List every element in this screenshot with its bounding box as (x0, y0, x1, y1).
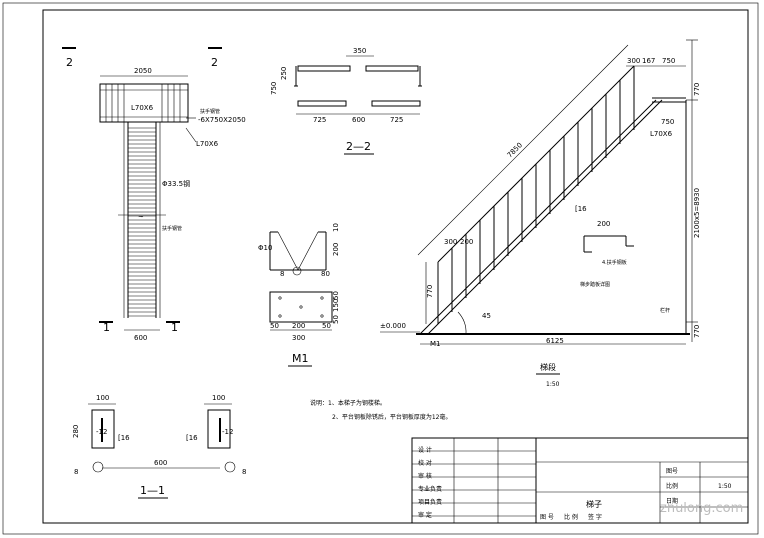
s11-dim-280: 280 (72, 425, 80, 438)
elevation-title: 梯段 (540, 362, 556, 372)
section-2-2: 350 250 750 725 600 725 2—2 (270, 47, 422, 155)
s11-dim-600: 600 (154, 459, 167, 467)
tb-bottom-2: 比 例 (564, 513, 578, 521)
tag-step: [16 (575, 205, 587, 213)
inner-border (42, 9, 749, 524)
tag-rail: 扶手钢管 (162, 225, 182, 232)
detail-tag: 4.扶手钢板 (602, 259, 627, 266)
tb-label-3: 日期 (666, 497, 678, 505)
dim-350: 350 (353, 47, 366, 55)
tb-scale-value: 1:50 (718, 483, 732, 490)
dim-725-right: 725 (390, 116, 403, 124)
dim-300: 300 (627, 57, 640, 65)
tb-row-4: 专业负责 (418, 485, 442, 493)
tb-label-2: 比例 (666, 482, 678, 490)
detail-dim-200: 200 (597, 220, 610, 228)
m1-weld-mark: 8 (280, 270, 284, 278)
section-1-1-title: 1—1 (140, 484, 165, 497)
tag-pipe: Φ33.5钢 (162, 179, 190, 188)
dim-left-200: 200 (460, 238, 473, 246)
dim-750: 750 (270, 82, 278, 95)
section-mark-left: 2 (66, 56, 73, 69)
dim-left-770: 770 (426, 285, 434, 298)
dim-770-bottom: 770 (693, 325, 701, 338)
ladder-front-view: 2 2 2050 L70X6 扶手钢管 -6X750X2050 L70X6 Φ3… (62, 47, 246, 342)
elevation-scale: 1:50 (546, 381, 560, 388)
title-block: 设 计 校 对 审 核 专业负责 项目负责 审 定 梯子 图号 比例 1:50 … (411, 437, 749, 524)
dim-600: 600 (352, 116, 365, 124)
section-2-2-title: 2—2 (346, 140, 371, 153)
base-level: ±0.000 (380, 322, 406, 330)
dim-left-300: 300 (444, 238, 457, 246)
section-mark-1-right: 1 (171, 321, 178, 334)
m1-dim-50-right: 50 (322, 322, 331, 330)
m1-dim-200-h: 200 (292, 322, 305, 330)
tb-drawing-title: 梯子 (586, 499, 602, 509)
m1-dim-300: 300 (292, 334, 305, 342)
tb-row-6: 审 定 (418, 511, 432, 519)
detail-caption: 梯步踏板详图 (580, 281, 610, 288)
tag-top-angle: L70X6 (650, 130, 673, 138)
dim-width: 2050 (134, 67, 152, 75)
s11-dim-100-right: 100 (212, 394, 225, 402)
dim-bottom: 600 (134, 334, 147, 342)
dim-base-6125: 6125 (546, 337, 564, 345)
m1-dim-50-bottom: 50 (332, 315, 340, 324)
note-line-1: 说明：1、本梯子为钢楼梯。 (310, 399, 386, 407)
m1-dim-150: 150 (332, 299, 340, 312)
tb-row-5: 项目负责 (418, 498, 442, 506)
section-mark-right: 2 (211, 56, 218, 69)
dim-725-left: 725 (313, 116, 326, 124)
m1-dim-50-top: 50 (332, 291, 340, 300)
handrail-posts (451, 66, 635, 312)
stair-elevation: 300 167 750 770 2100x5=8930 750 770 L70X… (380, 39, 701, 388)
s11-weld-right: 8 (242, 468, 246, 476)
s11-tag-channel-left: [16 (118, 434, 130, 442)
s11-tag-plate-left: -12 (96, 428, 107, 436)
dim-167: 167 (642, 57, 655, 65)
side-label: 栏杆 (660, 307, 670, 314)
section-mark-1-left: 1 (103, 321, 110, 334)
s11-weld-left: 8 (74, 468, 78, 476)
note-line-2: 2、平台钢板除锈后，平台钢板厚度为12毫。 (332, 413, 451, 421)
dim-total-height: 2100x5=8930 (693, 188, 701, 238)
dim-750-b: 750 (661, 118, 674, 126)
s11-tag-channel-right: [16 (186, 434, 198, 442)
dim-250: 250 (280, 67, 288, 80)
m1-dim-200: 200 (332, 243, 340, 256)
m1-title: M1 (292, 352, 309, 365)
m1-dim-50-left: 50 (270, 322, 279, 330)
tag-angle: L70X6 (131, 104, 154, 112)
dim-diagonal: 7850 (506, 141, 524, 159)
break-mark: ~ (138, 213, 144, 221)
s11-tag-plate-right: -12 (222, 428, 233, 436)
m1-dim-10: 10 (332, 223, 340, 232)
s11-dim-100-left: 100 (96, 394, 109, 402)
angle-45: 45 (482, 312, 491, 320)
tb-row-1: 设 计 (418, 446, 432, 454)
watermark: zhulong.com (660, 501, 743, 516)
tb-label-1: 图号 (666, 468, 678, 475)
m1-dim-phi10: Φ10 (258, 244, 272, 252)
tb-row-2: 校 对 (418, 459, 432, 467)
section-1-1: 100 280 -12 [16 8 100 -12 [16 8 600 1—1 (72, 394, 246, 499)
tag-plate: -6X750X2050 (198, 116, 246, 124)
tb-bottom-3: 签 字 (588, 513, 602, 521)
dim-750: 750 (662, 57, 675, 65)
tag-angle-2: L70X6 (196, 140, 219, 148)
dim-770-top: 770 (693, 83, 701, 96)
tb-bottom-1: 图 号 (540, 514, 554, 521)
tag-rail-top: 扶手钢管 (200, 108, 220, 115)
m1-dim-80: 80 (321, 270, 330, 278)
m1-detail: Φ10 10 200 8 80 50 150 50 50 200 50 300 … (258, 223, 340, 367)
ladder-rungs (128, 127, 156, 317)
tb-row-3: 审 核 (418, 472, 432, 480)
